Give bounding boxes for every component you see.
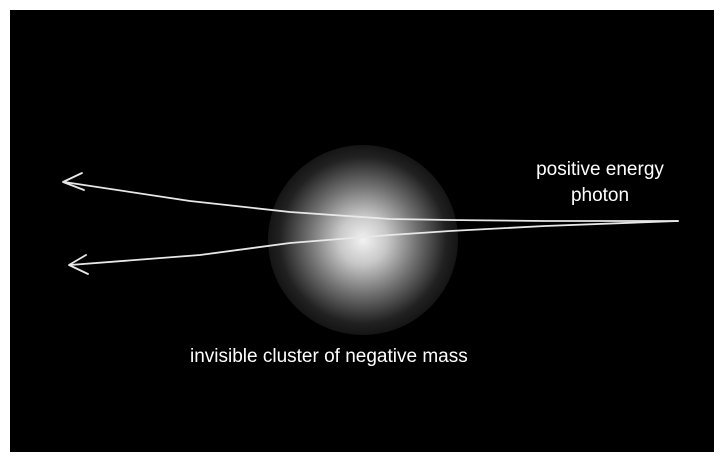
photon-label-line1: positive energy [512, 157, 688, 183]
photon-label: positive energy photon [512, 157, 688, 209]
cluster-label: invisible cluster of negative mass [190, 344, 468, 370]
photon-label-line2: photon [512, 183, 688, 209]
lower-photon-ray [70, 221, 678, 265]
upper-arrowhead-icon [63, 173, 84, 190]
